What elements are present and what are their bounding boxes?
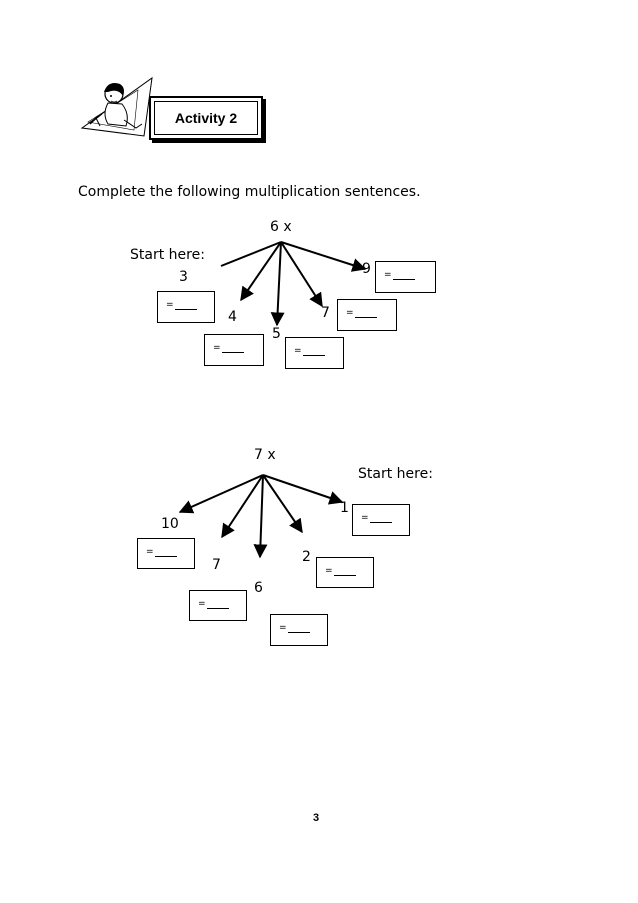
diagram1-number: 4 [228,309,237,325]
answer-box[interactable]: = [337,299,397,331]
page-number: 3 [313,812,320,824]
answer-box[interactable]: = [189,590,247,621]
diagram2-number: 2 [302,549,311,565]
answer-box[interactable]: = [204,334,264,366]
equals-sign: = [166,300,174,310]
activity-title: Activity 2 [174,110,238,126]
diagram1-number: 5 [272,326,281,342]
diagram2-number: 7 [212,557,221,573]
arrow-7b [221,474,264,539]
diagram2-hub: 7 x [254,447,276,463]
arrow-4 [240,241,282,302]
arrow-1 [262,474,344,505]
diagram1-number: 3 [179,269,188,285]
diagram1-start-label: Start here: [130,247,205,263]
arrow-2 [262,474,303,534]
diagram1-number: 9 [362,261,371,277]
activity-title-box: Activity 2 [149,96,263,140]
diagram1-hub: 6 x [270,219,292,235]
instruction-text: Complete the following multiplication se… [78,184,421,200]
arrow-10 [178,474,264,514]
equals-sign: = [384,270,392,280]
equals-sign: = [213,343,221,353]
answer-box[interactable]: = [157,291,215,323]
diagram1-number: 7 [321,305,330,321]
equals-sign: = [146,547,154,557]
answer-box[interactable]: = [285,337,344,369]
answer-box[interactable]: = [316,557,374,588]
diagram2-number: 6 [254,580,263,596]
equals-sign: = [361,513,369,523]
girl-writing-illustration [80,76,153,137]
arrow-7 [280,241,323,308]
answer-box[interactable]: = [375,261,436,293]
answer-box[interactable]: = [270,614,328,646]
start-line-1 [220,241,282,267]
answer-box[interactable]: = [352,504,410,536]
diagram2-number: 10 [161,516,179,532]
answer-box[interactable]: = [137,538,195,569]
equals-sign: = [346,308,354,318]
arrow-6 [253,474,268,559]
diagram2-start-label: Start here: [358,466,433,482]
arrow-5 [270,241,285,327]
diagram2-number: 1 [340,500,349,516]
equals-sign: = [198,599,206,609]
equals-sign: = [279,623,287,633]
diagram1-arrows [220,241,367,327]
diagram2-arrows [178,474,344,559]
equals-sign: = [294,346,302,356]
activity-header: Activity 2 [78,70,268,142]
equals-sign: = [325,566,333,576]
arrow-9 [280,241,367,272]
